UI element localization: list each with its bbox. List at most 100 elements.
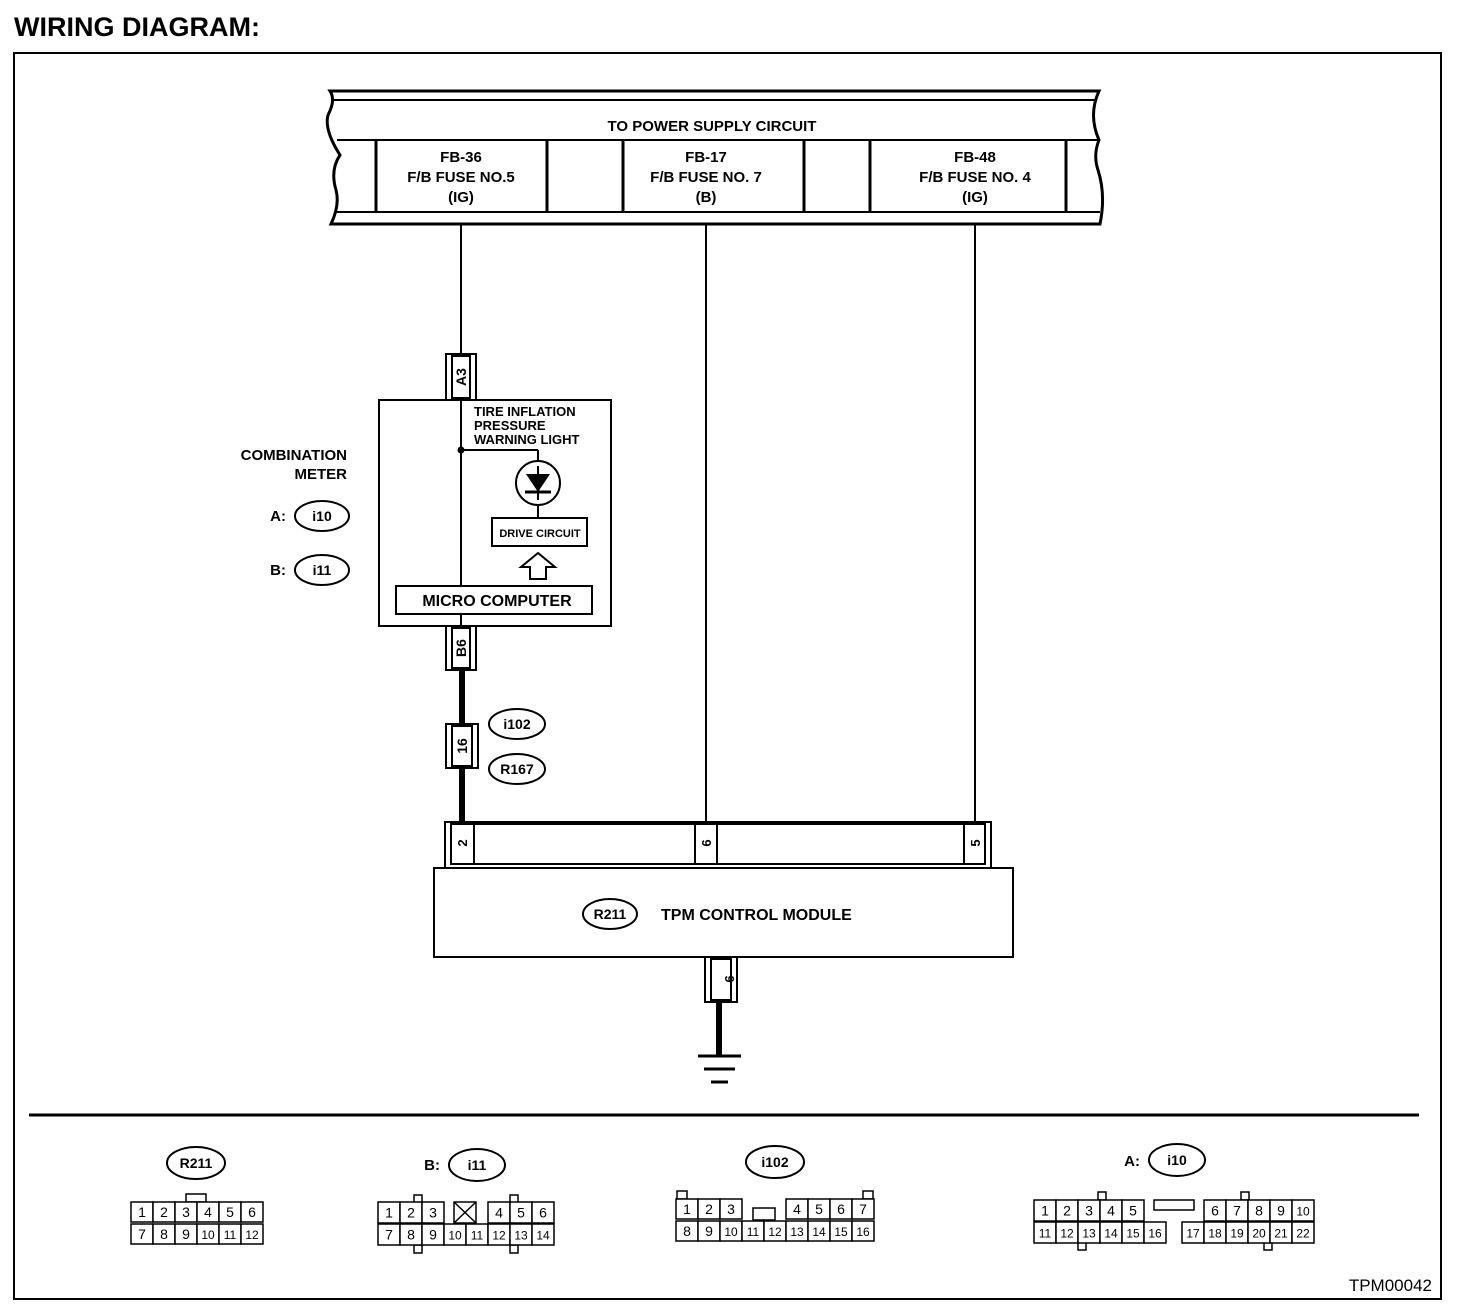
led-icon — [515, 460, 561, 506]
pin-number: 8 — [1255, 1203, 1263, 1219]
pin-number: 4 — [793, 1201, 801, 1217]
pin-cell — [851, 1198, 875, 1220]
pin-number: 12 — [492, 1229, 506, 1243]
diagram-code: TPM00042 — [1349, 1276, 1432, 1295]
connector-16: 16 — [445, 723, 479, 769]
tpm-connector-strip — [444, 821, 992, 869]
pin-number: 9 — [429, 1227, 437, 1243]
power-supply-bar — [325, 89, 1105, 226]
connector-badge-label: R211 — [180, 1155, 213, 1171]
pin-number: 4 — [1107, 1203, 1115, 1219]
pin-number: 2 — [705, 1201, 713, 1217]
connector-badge — [488, 753, 546, 785]
connector-prefix: B: — [424, 1157, 440, 1174]
pin-number: 1 — [385, 1205, 393, 1221]
pin-number: 12 — [245, 1228, 259, 1242]
pin-label: 9 — [722, 975, 737, 982]
pin-number: 7 — [1233, 1203, 1241, 1219]
combination-meter-label: COMBINATION — [241, 447, 347, 464]
fuse-id: FB-17 — [685, 149, 727, 166]
connector-a-prefix: A: — [270, 508, 286, 525]
pin-number: 7 — [859, 1201, 867, 1217]
fuse-name: F/B FUSE NO. 7 — [650, 169, 762, 186]
fuse-type: (B) — [696, 189, 717, 206]
pin-number: 9 — [182, 1226, 190, 1242]
ground-connector: 9 — [704, 956, 738, 1003]
connector-badge — [745, 1145, 805, 1179]
connector-prefix: A: — [1124, 1153, 1140, 1170]
pin-number: 7 — [138, 1226, 146, 1242]
pin-number: 3 — [429, 1205, 437, 1221]
pin-label: 2 — [455, 839, 470, 846]
combination-meter-box — [378, 399, 612, 627]
pin-label: 5 — [968, 839, 983, 846]
pin-cell — [531, 1201, 555, 1224]
pin-number: 8 — [407, 1227, 415, 1243]
connector-badge — [1148, 1143, 1206, 1177]
pin-number: 11 — [1039, 1227, 1052, 1241]
connector-badge-label: i10 — [1167, 1152, 1187, 1168]
pin-label: A3 — [453, 368, 469, 386]
tpm-control-module-box — [433, 867, 1014, 958]
connector-badge-label: i11 — [468, 1157, 487, 1173]
pin-number: 9 — [705, 1223, 713, 1239]
fuse-name: F/B FUSE NO. 4 — [919, 169, 1031, 186]
warning-light-label: PRESSURE — [474, 418, 546, 433]
pin-number: 5 — [1129, 1203, 1137, 1219]
pin-cell — [1143, 1221, 1167, 1244]
pin-number: 3 — [1085, 1203, 1093, 1219]
pin-label: 16 — [454, 738, 470, 754]
connector-badge — [448, 1148, 506, 1182]
tpm-module-label: TPM CONTROL MODULE — [661, 907, 852, 924]
connector-badge-label: i102 — [503, 716, 530, 732]
pin-label: 6 — [699, 839, 714, 846]
connector-badge-label: i10 — [312, 508, 332, 524]
pin-number: 13 — [514, 1229, 528, 1243]
pin-number: 6 — [837, 1201, 845, 1217]
connector-badge — [166, 1146, 226, 1180]
pin-number: 8 — [160, 1226, 168, 1242]
pin-number: 10 — [448, 1229, 462, 1243]
pin-number: 11 — [471, 1229, 484, 1243]
pin-cell — [531, 1223, 555, 1246]
pin-cell — [240, 1223, 264, 1245]
pin-number: 6 — [1211, 1203, 1219, 1219]
pin-number: 13 — [790, 1225, 804, 1239]
connector-badge — [582, 898, 638, 930]
ground-icon — [698, 1054, 741, 1084]
pin-number: 22 — [1296, 1227, 1310, 1241]
pin-number: 14 — [812, 1225, 826, 1239]
pin-number: 12 — [1060, 1227, 1074, 1241]
pin-number: 16 — [856, 1225, 870, 1239]
pin-cell — [240, 1201, 264, 1223]
pin-number: 21 — [1274, 1227, 1288, 1241]
connector-a3: A3 — [445, 353, 477, 401]
pin-number: 9 — [1277, 1203, 1285, 1219]
connector-badge — [488, 708, 546, 740]
pin-number: 6 — [248, 1204, 256, 1220]
pin-number: 8 — [683, 1223, 691, 1239]
connector-badge — [294, 500, 350, 532]
pin-label: B6 — [453, 639, 469, 657]
fuse-type: (IG) — [962, 189, 988, 206]
fuse-name: F/B FUSE NO.5 — [407, 169, 515, 186]
pin-cell — [1291, 1221, 1315, 1244]
pin-number: 11 — [224, 1228, 237, 1242]
pin-number: 1 — [683, 1201, 691, 1217]
diagram-frame — [13, 52, 1442, 1300]
wires — [457, 224, 976, 1055]
connector-badge-label: i102 — [761, 1154, 788, 1170]
pin-number: 18 — [1208, 1227, 1222, 1241]
power-supply-label: TO POWER SUPPLY CIRCUIT — [608, 118, 817, 135]
pin-number: 2 — [407, 1205, 415, 1221]
pin-number: 11 — [747, 1225, 760, 1239]
pin-number: 4 — [204, 1204, 212, 1220]
